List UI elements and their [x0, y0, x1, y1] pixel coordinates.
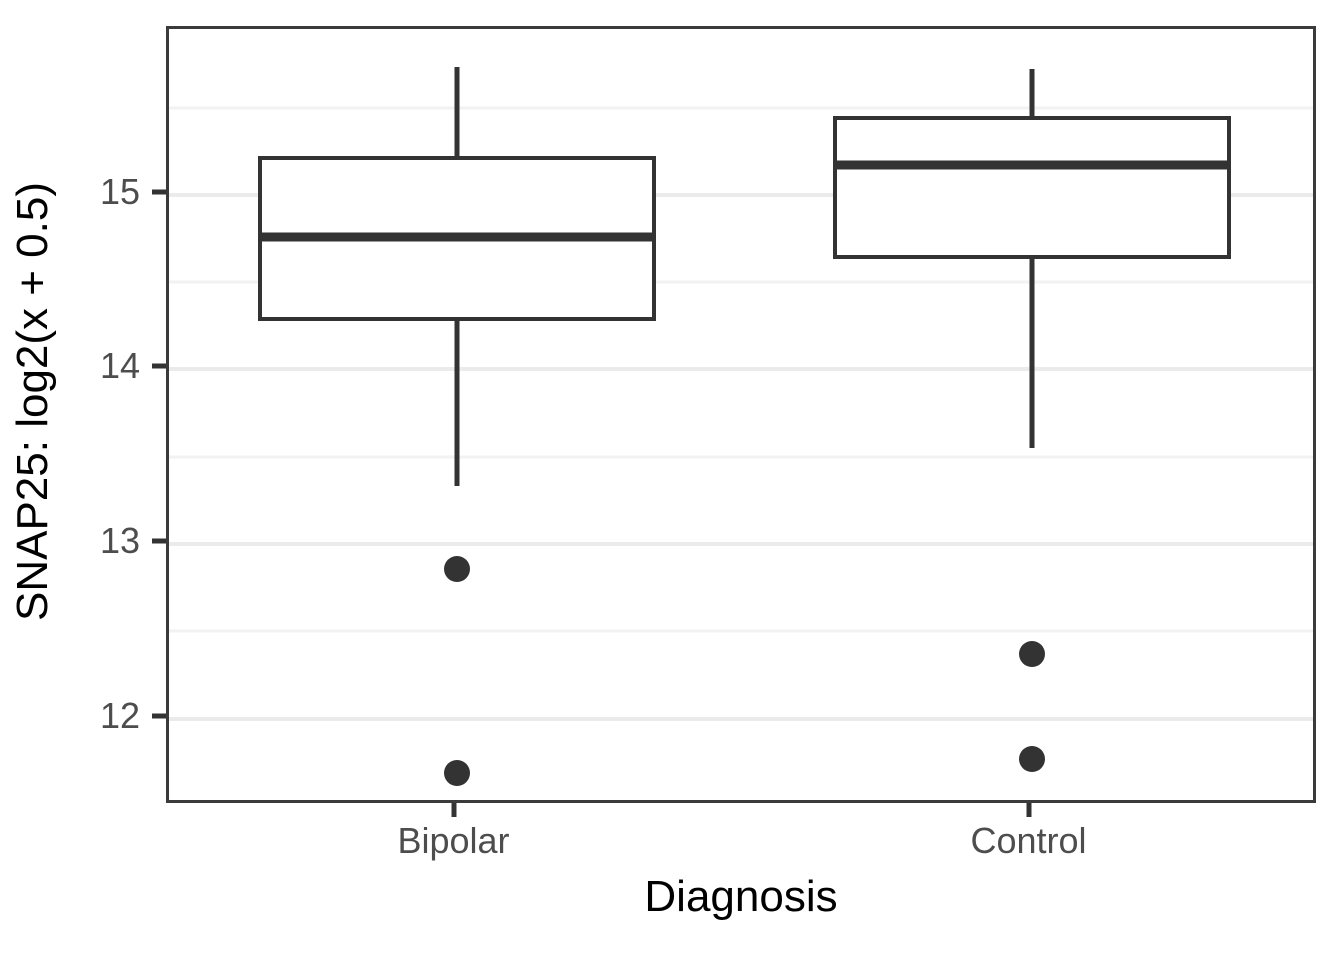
outlier-point-bipolar: [443, 555, 470, 582]
y-axis-tick-mark: [152, 363, 166, 369]
y-axis-tick-mark: [152, 713, 166, 719]
whisker-upper-control: [1029, 69, 1034, 117]
outlier-point-bipolar: [443, 759, 470, 786]
y-axis-tick-label: 12: [99, 694, 140, 736]
whisker-lower-control: [1029, 259, 1034, 449]
x-axis-tick-label-bipolar: Bipolar: [397, 820, 510, 861]
x-axis-tick-mark: [451, 803, 456, 817]
y-axis-tick-labels: 15 14 13 12: [58, 0, 150, 960]
x-axis-title: Diagnosis: [644, 872, 838, 921]
y-axis-tick-label: 14: [99, 345, 140, 387]
gridline-minor: [169, 280, 1313, 284]
gridline-minor: [169, 106, 1313, 110]
x-axis-tick-mark: [1026, 803, 1031, 817]
gridline-minor: [169, 455, 1313, 459]
median-line-control: [832, 160, 1231, 170]
outlier-point-control: [1018, 745, 1045, 772]
y-axis-tick-mark: [152, 538, 166, 544]
gridline-major: [169, 192, 1313, 197]
gridline-minor: [169, 629, 1313, 633]
whisker-lower-bipolar: [454, 320, 459, 487]
gridline-major: [169, 542, 1313, 547]
box-control: [832, 116, 1231, 260]
y-axis-tick-label: 13: [99, 520, 140, 562]
median-line-bipolar: [257, 232, 656, 242]
plot-panel: [166, 26, 1316, 803]
y-axis-tick-label: 15: [99, 170, 140, 212]
x-axis-tick-label-control: Control: [970, 820, 1087, 861]
outlier-point-control: [1018, 641, 1045, 668]
whisker-upper-bipolar: [454, 67, 459, 157]
gridline-major: [169, 367, 1313, 372]
y-axis-title: SNAP25: log2(x + 0.5): [8, 182, 57, 622]
y-axis-tick-mark: [152, 189, 166, 195]
gridline-major: [169, 716, 1313, 721]
